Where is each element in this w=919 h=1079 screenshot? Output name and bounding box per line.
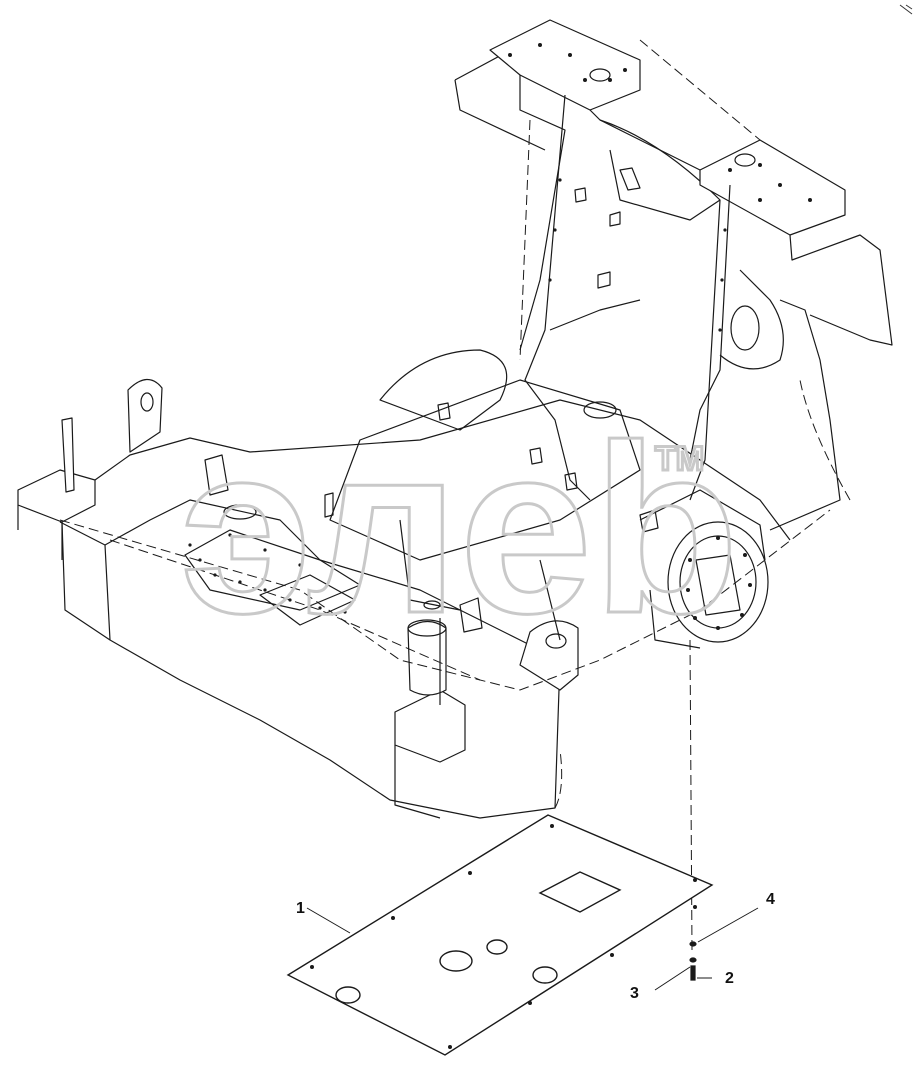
washer-icon xyxy=(689,941,697,947)
callout-4: 4 xyxy=(766,891,775,908)
nut-icon xyxy=(689,957,697,963)
bolt-icon xyxy=(690,965,696,981)
callout-1: 1 xyxy=(296,900,305,917)
callout-3: 3 xyxy=(630,985,639,1002)
belly-plate xyxy=(286,814,714,1056)
fasteners xyxy=(689,941,697,981)
callout-2: 2 xyxy=(725,970,734,987)
watermark-tm: TM xyxy=(655,440,704,478)
callout-leaders xyxy=(306,907,759,991)
watermark-text: элeb xyxy=(180,395,739,663)
machine-frame xyxy=(17,19,893,819)
watermark: элeb TM xyxy=(179,394,741,665)
corner-mark-icon xyxy=(899,4,913,15)
